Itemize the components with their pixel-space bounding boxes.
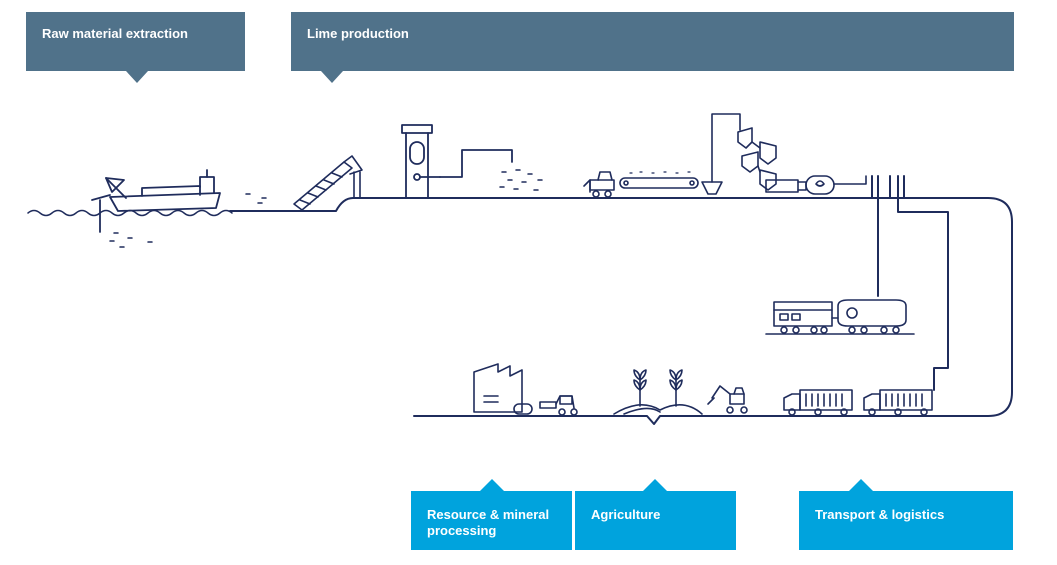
ship-icon [91, 169, 221, 233]
industry-transport-label: Transport & logistics [815, 507, 945, 522]
callout-pointer [126, 71, 148, 83]
callout-pointer [849, 479, 873, 491]
sediment-dashes [109, 193, 267, 248]
stage-raw-material-extraction: Raw material extraction [26, 12, 245, 83]
industry-transport-logistics: Transport & logistics [799, 479, 1013, 550]
industry-resource-label: Resource & mineral processing [427, 507, 550, 538]
kiln-tower-icon [401, 124, 513, 199]
callout-pointer [321, 71, 343, 83]
truck-icon [783, 389, 853, 416]
rotary-kiln-icon [765, 175, 867, 195]
callout-pointer [643, 479, 667, 491]
callout-pointer [480, 479, 504, 491]
train-icon [765, 299, 915, 335]
stage-raw-material-label: Raw material extraction [42, 26, 188, 41]
flow-line-main [229, 197, 1013, 425]
industry-agriculture-label: Agriculture [591, 507, 661, 522]
lime-dashes [499, 169, 543, 191]
belt-conveyor-icon [619, 113, 741, 195]
industry-agriculture: Agriculture [575, 479, 736, 550]
silo-icon [737, 127, 777, 191]
stage-lime-production-label: Lime production [307, 26, 409, 41]
truck-icon [863, 389, 933, 416]
excavator-icon [707, 385, 748, 414]
industry-resource-mineral-processing: Resource & mineral processing [411, 479, 572, 550]
stage-lime-production: Lime production [291, 12, 1014, 83]
factory-icon [473, 363, 533, 415]
conveyor-icon [293, 155, 363, 211]
flow-line-to-trucks [897, 175, 949, 391]
plants-icon [613, 369, 703, 415]
bulldozer-icon [583, 171, 615, 198]
forklift-icon [539, 395, 578, 416]
